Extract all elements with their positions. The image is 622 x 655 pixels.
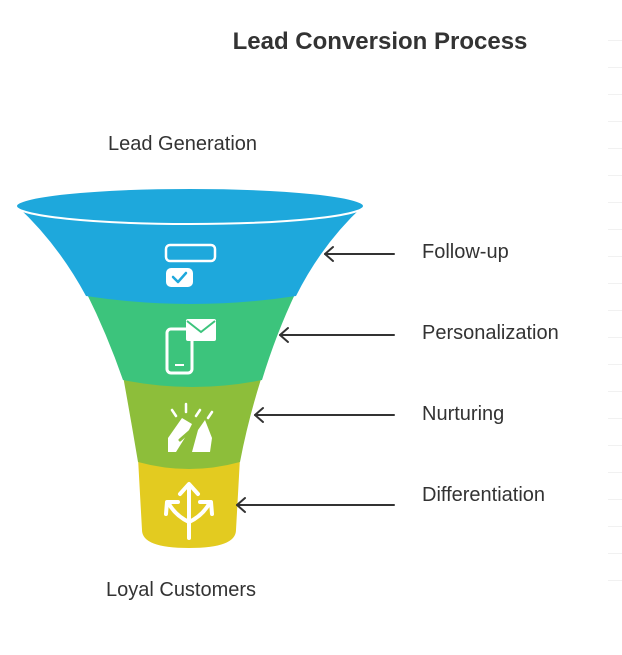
funnel-top-label: Lead Generation — [108, 133, 258, 155]
stage-label-personalization: Personalization — [422, 322, 559, 344]
handshake-icon — [168, 402, 214, 452]
stage-label-differentiation: Differentiation — [422, 484, 546, 506]
stage-arrows — [236, 246, 395, 513]
diagram-title: Lead Conversion Process — [232, 28, 528, 55]
arrow-follow-up — [324, 246, 395, 262]
arrow-personalization — [279, 327, 395, 343]
phone-message-icon — [165, 319, 216, 375]
stage-label-nurturing: Nurturing — [422, 403, 505, 425]
split-arrows-icon — [164, 482, 214, 540]
edge-decoration — [608, 40, 622, 640]
funnel-rim — [15, 187, 365, 225]
arrow-nurturing — [254, 407, 395, 423]
stage-label-follow-up: Follow-up — [422, 241, 509, 263]
funnel-stage-follow-up — [17, 206, 363, 304]
form-check-icon — [164, 243, 217, 287]
funnel-stage-nurturing — [123, 376, 262, 469]
funnel-bottom-label: Loyal Customers — [106, 579, 257, 601]
arrow-differentiation — [236, 497, 395, 513]
